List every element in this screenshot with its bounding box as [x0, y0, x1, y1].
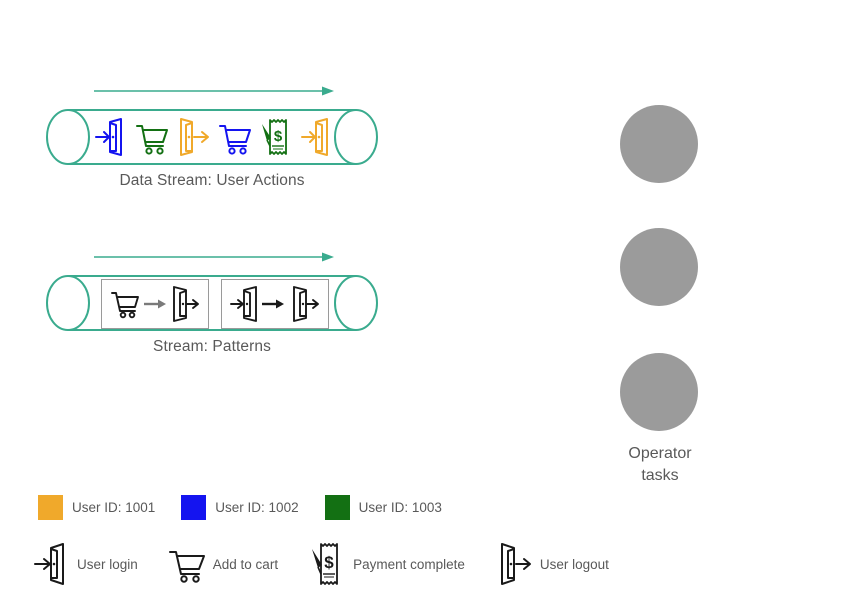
stream-cylinder-shape: [46, 275, 378, 331]
legend-item-user-1003: User ID: 1003: [324, 495, 442, 520]
operator-node[interactable]: [620, 353, 698, 431]
legend-item-user-1001: User ID: 1001: [38, 495, 155, 520]
stream-event-icons: $: [94, 114, 334, 160]
cart-icon: [218, 125, 251, 155]
stream-caption: Stream: Patterns: [153, 338, 271, 355]
pattern-login-to-logout: [230, 286, 319, 322]
cart-icon: [111, 292, 139, 312]
color-swatch: [324, 495, 350, 520]
pattern-box: [221, 279, 329, 329]
login-icon: [34, 543, 64, 585]
logout-icon: [293, 286, 319, 322]
legend-label: Add to cart: [212, 556, 279, 572]
operator-node[interactable]: [620, 228, 698, 306]
legend-label: User login: [77, 556, 138, 572]
operator-tasks-line2: tasks: [641, 467, 679, 484]
receipt-icon: $: [312, 543, 338, 585]
legend-item-add-to-cart: Add to cart: [168, 540, 278, 588]
color-swatch: [181, 495, 207, 520]
pattern-box: [101, 279, 209, 329]
legend-label: User logout: [539, 556, 609, 572]
legend-label: User ID: 1002: [215, 500, 299, 515]
user-id-legend: User ID: 1001 User ID: 1002 User ID: 100…: [38, 495, 442, 520]
legend-item-user-login: User login: [32, 540, 138, 588]
action-legend: User login Add to cart $: [32, 540, 609, 588]
login-icon: [230, 286, 257, 322]
login-icon: [300, 118, 328, 156]
svg-text:$: $: [274, 128, 283, 145]
operator-node[interactable]: [620, 105, 698, 183]
flow-arrow-icon: [94, 86, 334, 96]
logout-icon: [173, 286, 199, 322]
legend-item-payment-complete: $ Payment complete: [308, 540, 465, 588]
legend-item-user-logout: User logout: [495, 540, 609, 588]
legend-label: User ID: 1001: [72, 500, 156, 515]
legend-label: User ID: 1003: [358, 500, 442, 515]
logout-icon: [500, 543, 531, 585]
cart-icon: [168, 551, 205, 583]
operator-tasks-label: Operator tasks: [580, 443, 740, 487]
receipt-icon: $: [261, 119, 287, 155]
arrow-right-icon: [144, 299, 166, 309]
stream-caption: Data Stream: User Actions: [119, 172, 305, 189]
legend-label: Payment complete: [353, 556, 465, 572]
arrow-right-icon: [262, 299, 284, 309]
legend-item-user-1002: User ID: 1002: [181, 495, 299, 520]
logout-icon: [180, 118, 210, 156]
pattern-boxes: [101, 279, 329, 329]
color-swatch: [38, 495, 63, 520]
stream-cylinder-shape: [46, 109, 378, 165]
svg-text:$: $: [324, 553, 334, 572]
login-icon: [95, 118, 122, 156]
flow-arrow-icon: [94, 252, 334, 262]
operator-tasks-line1: Operator: [628, 445, 692, 462]
pattern-cart-to-logout: [111, 286, 199, 322]
cart-icon: [136, 125, 169, 155]
